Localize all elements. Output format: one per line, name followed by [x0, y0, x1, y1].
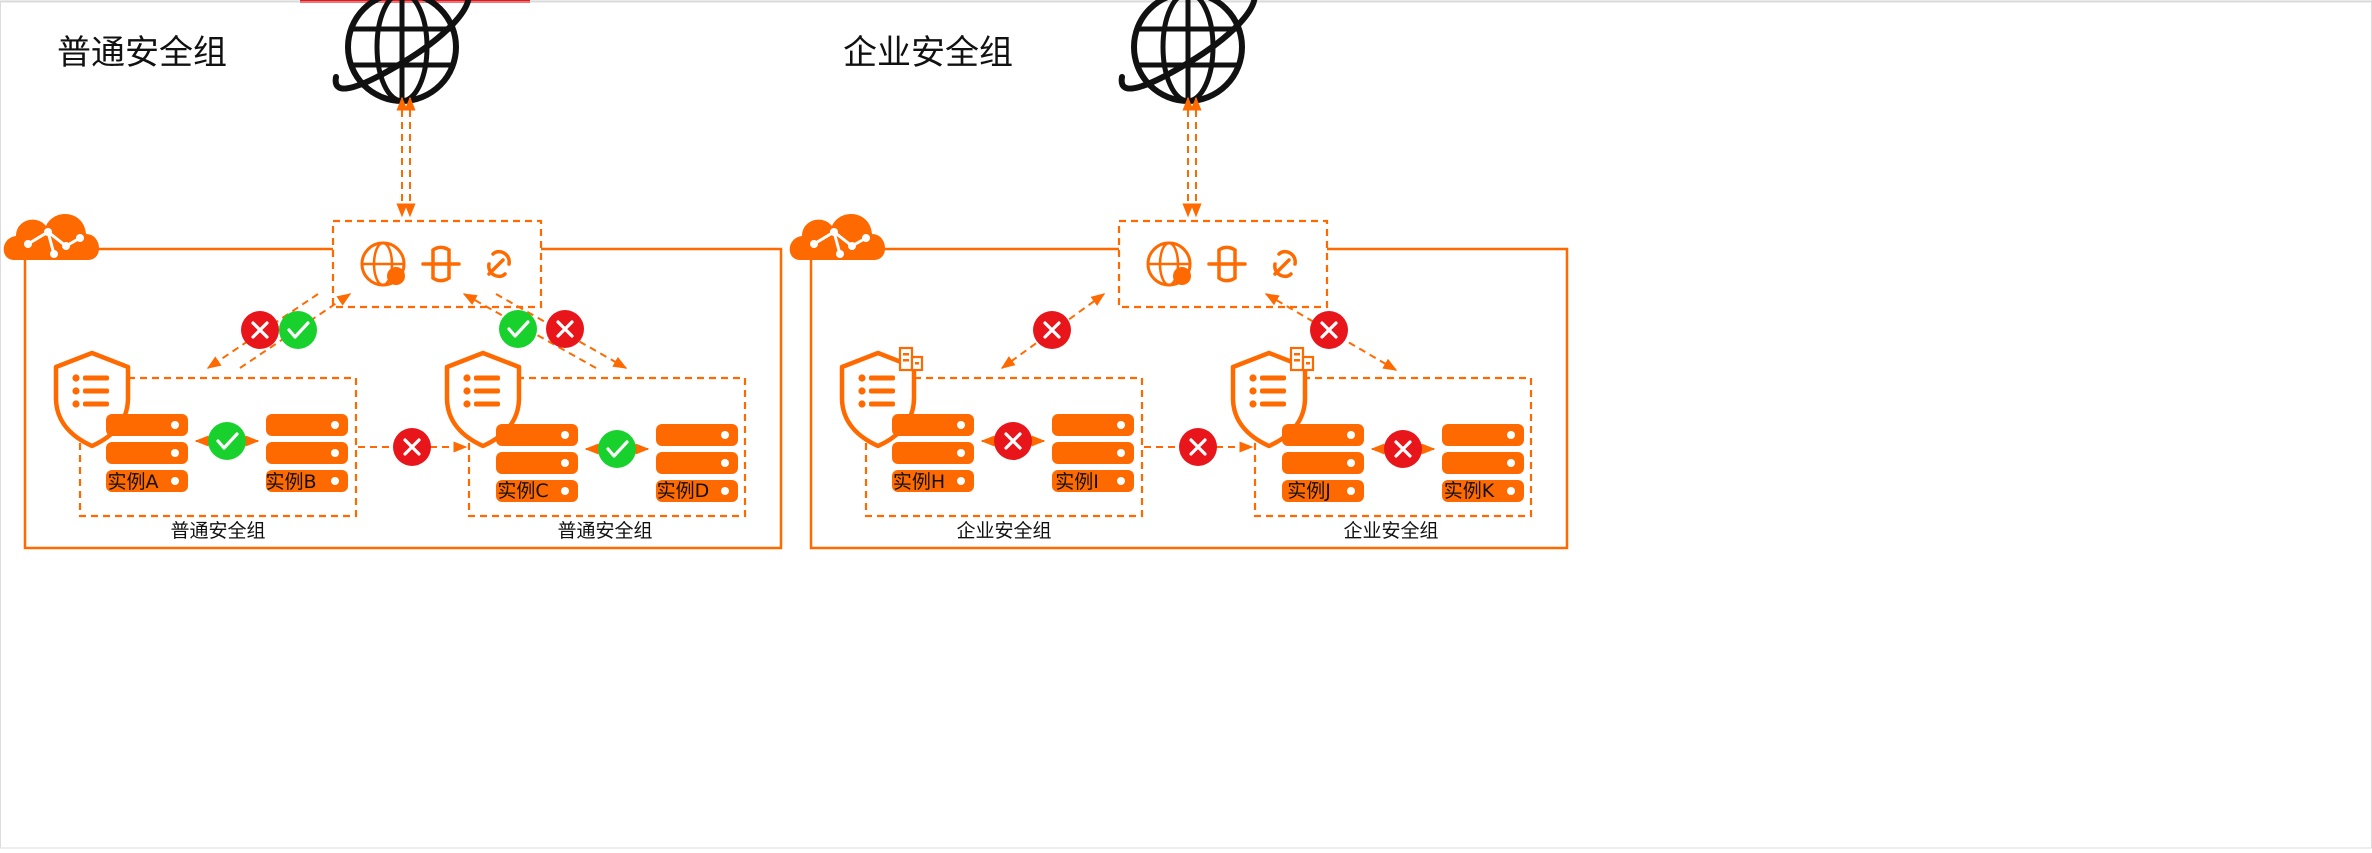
- internet-globe-icon: [1118, 0, 1258, 104]
- server-instance-icon: [1052, 414, 1134, 492]
- instance-label: 实例K: [1444, 480, 1495, 502]
- deny-cross-icon: [1384, 430, 1422, 468]
- panel-title: 企业安全组: [843, 33, 1013, 73]
- deny-cross-icon: [994, 422, 1032, 460]
- server-instance-icon: [656, 424, 738, 502]
- instance-label: 实例H: [893, 471, 945, 493]
- instance-label: 实例C: [497, 480, 548, 502]
- instance-label: 实例A: [108, 471, 159, 493]
- security-group-shield-icon: [444, 350, 522, 449]
- allow-check-icon: [279, 311, 317, 349]
- security-group-label: 企业安全组: [1343, 520, 1438, 542]
- security-group-label: 普通安全组: [170, 520, 265, 542]
- deny-cross-icon: [241, 311, 279, 349]
- link-icon: [1273, 249, 1297, 279]
- deny-cross-icon: [1033, 311, 1071, 349]
- deny-cross-icon: [393, 428, 431, 466]
- panel-title: 普通安全组: [57, 33, 227, 73]
- instance-label: 实例D: [657, 480, 710, 502]
- security-group-label: 普通安全组: [557, 520, 652, 542]
- instance-label: 实例B: [265, 471, 316, 493]
- deny-cross-icon: [1310, 311, 1348, 349]
- server-instance-icon: [106, 414, 188, 492]
- server-instance-icon: [892, 414, 974, 492]
- globe-ip-icon: [360, 241, 406, 287]
- server-instance-icon: [1282, 424, 1364, 502]
- server-instance-icon: [266, 414, 348, 492]
- nat-gateway-icon: [421, 245, 461, 283]
- gateway-box: [1117, 219, 1329, 309]
- allow-check-icon: [499, 310, 537, 348]
- deny-cross-icon: [1179, 428, 1217, 466]
- server-instance-icon: [496, 424, 578, 502]
- security-group-0: 实例H 实例I 企业安全组: [839, 346, 1144, 542]
- globe-ip-icon: [1146, 241, 1192, 287]
- server-instance-icon: [1442, 424, 1524, 502]
- instance-label: 实例J: [1287, 480, 1331, 502]
- deny-cross-icon: [546, 310, 584, 348]
- allow-check-icon: [598, 430, 636, 468]
- security-group-label: 企业安全组: [956, 520, 1051, 542]
- allow-check-icon: [208, 422, 246, 460]
- link-icon: [487, 249, 511, 279]
- security-group-0: 实例A 实例B 普通安全组: [53, 350, 358, 542]
- gateway-box: [331, 219, 543, 309]
- instance-label: 实例I: [1055, 471, 1099, 493]
- security-group-1: 实例J 实例K 企业安全组: [1230, 346, 1533, 542]
- cloud-icon: [3, 214, 100, 260]
- internet-globe-icon: [332, 0, 472, 104]
- enterprise-building-icon: [1289, 346, 1315, 372]
- cloud-icon: [789, 214, 886, 260]
- enterprise-building-icon: [898, 346, 924, 372]
- nat-gateway-icon: [1207, 245, 1247, 283]
